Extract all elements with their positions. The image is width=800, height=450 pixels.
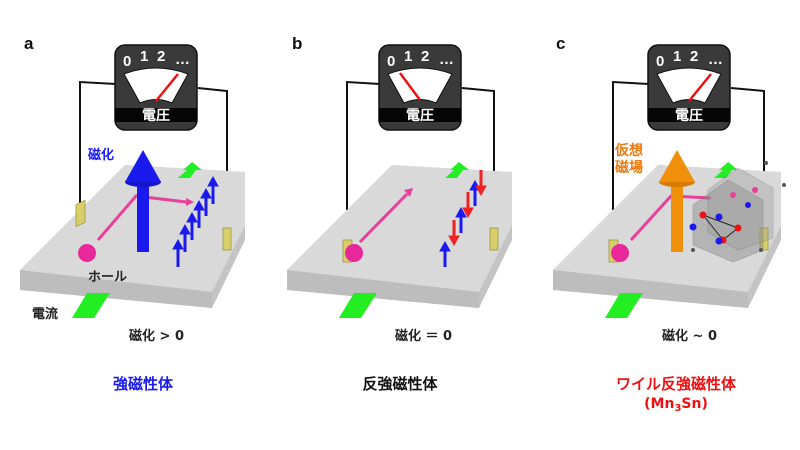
panel-c: c 仮想 磁場 磁化 ~ 0 ワイル反 [553,34,786,414]
spin-up [186,211,198,240]
hole-label: ホール [88,270,127,285]
meter-scale-0: 0 [387,53,395,70]
panel-b: b 磁化 ＝ 0 反強磁性体 0 1 2 … 電圧 [287,34,512,393]
condition-label: 磁化 ＝ 0 [395,328,452,344]
meter-needle [398,72,422,101]
voltmeter: 0 1 2 … 電圧 [647,44,731,131]
spin-up [455,206,467,233]
meter-scale-2: 2 [690,48,698,65]
voltmeter: 0 1 2 … 電圧 [378,44,462,131]
material-formula: (Mn3Sn) [644,396,708,414]
meter-scale-more: … [708,51,723,68]
magnetization-arrow [125,150,161,252]
meter-scale-more: … [439,51,454,68]
hole-trajectory-arrowhead [404,188,413,197]
current-label: 電流 [32,306,58,322]
fictitious-field-arrow [659,150,695,252]
hole-trajectory [358,192,409,244]
hole-trajectory-arrowhead [186,198,194,206]
wire-left [346,80,381,210]
meter-scale-1: 1 [673,48,681,65]
atom-sn [715,237,723,245]
electrode-right [489,227,499,251]
meter-scale-1: 1 [140,48,148,65]
fictitious-field-label-1: 仮想 [614,142,643,159]
meter-dial [656,67,722,104]
material-caption: 反強磁性体 [362,375,438,393]
atom-mn [699,211,707,219]
current-arrow-out [445,162,469,178]
condition-label: 磁化 > 0 [129,328,184,344]
meter-needle [155,73,179,102]
panel-label: c [556,34,565,53]
atom-sn [689,223,697,231]
atom [745,202,751,208]
electrode-right [222,227,232,251]
spin-up [200,187,212,216]
electrode-left [75,199,86,228]
current-arrow-out [714,162,738,178]
spin-up [179,223,191,252]
panel-label: a [24,34,34,53]
electrode-right [759,227,769,251]
spin-up [207,175,219,204]
spin-up [439,240,451,267]
spin-down [475,170,487,197]
spin-array [439,170,487,267]
hole-particle [345,244,363,262]
meter-needle [688,73,712,102]
panel-a: a 磁化 ホール 電流 磁化 > 0 強磁性体 0 1 [20,34,245,393]
fictitious-field-label-2: 磁場 [615,159,643,176]
hole-particle [78,244,96,262]
meter-scale-more: … [175,51,190,68]
spin-up [193,199,205,228]
atom [730,192,736,198]
meter-scale-0: 0 [123,53,131,70]
magnetization-label: 磁化 [88,147,114,163]
voltmeter: 0 1 2 … 電圧 [114,44,198,131]
spin-down [462,192,474,219]
material-caption: ワイル反強磁性体 [616,375,737,393]
material-caption: 強磁性体 [113,375,174,393]
current-arrow-in [339,293,377,318]
spin-array [172,175,219,267]
panel-label: b [292,34,302,53]
crystal-lattice [689,161,786,263]
current-arrow-in [605,293,643,318]
meter-scale-2: 2 [421,48,429,65]
current-arrow-in [72,293,110,318]
meter-label: 電圧 [142,107,170,124]
meter-label: 電圧 [406,107,434,124]
hole-trajectory [96,194,187,241]
meter-scale-0: 0 [656,53,664,70]
condition-label: 磁化 ~ 0 [662,328,717,344]
meter-dial [123,67,189,104]
atom-mn [734,224,742,232]
meter-scale-1: 1 [404,48,412,65]
spin-down [448,220,460,247]
hole-particle [611,244,629,262]
current-arrow-out [178,162,202,178]
wire-left [612,80,650,210]
atom-sn [715,213,723,221]
meter-label: 電圧 [675,107,703,124]
wire-left [79,80,117,210]
spin-up [172,238,184,267]
meter-scale-2: 2 [157,48,165,65]
atom [752,187,758,193]
